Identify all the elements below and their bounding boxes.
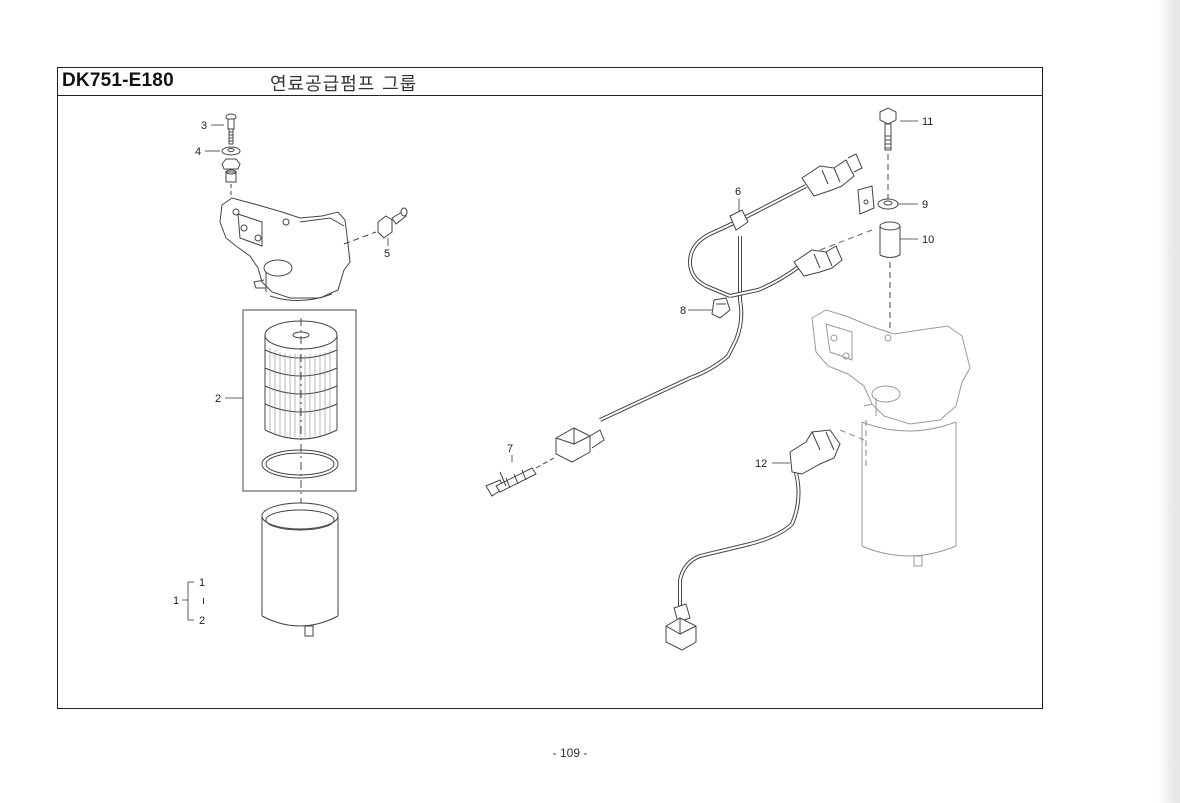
callout-11: 11	[922, 116, 933, 128]
part-filter-head	[219, 197, 351, 302]
part-bolt-11	[879, 107, 897, 151]
legend-child-mid: ı	[202, 595, 205, 607]
page-number: - 109 -	[552, 746, 588, 760]
callout-3: 3	[201, 120, 207, 132]
callout-8: 8	[680, 305, 686, 317]
part-washer-4	[221, 146, 241, 156]
callout-9: 9	[922, 199, 928, 211]
part-fuel-pipe-12	[665, 429, 841, 651]
part-o-ring	[261, 449, 339, 479]
part-bolt-3	[225, 113, 237, 145]
callout-7: 7	[507, 443, 513, 455]
callout-10: 10	[922, 234, 934, 246]
diagram-frame: DK751-E180 연료공급펌프 그룹	[57, 67, 1043, 709]
callout-2: 2	[215, 393, 221, 405]
callout-12: 12	[755, 458, 767, 470]
part-fitting-5	[343, 207, 408, 245]
element-group-box	[242, 309, 357, 492]
part-rubber-mount	[221, 158, 241, 183]
part-clip-8	[711, 297, 731, 319]
part-filter-bowl	[261, 502, 339, 637]
group-code: DK751-E180	[62, 70, 174, 91]
callout-6: 6	[735, 186, 741, 198]
legend-parent-1: 1	[173, 595, 179, 607]
part-spacer-10	[879, 221, 901, 258]
legend-child-1: 1	[199, 577, 205, 589]
part-clip-bracket	[857, 185, 875, 215]
scan-edge-shadow	[1158, 0, 1180, 803]
leader-lines	[182, 120, 918, 621]
part-washer-9	[877, 198, 899, 210]
part-fuel-pipe-6	[555, 153, 863, 463]
part-connector-7	[485, 457, 555, 497]
group-title: 연료공급펌프 그룹	[270, 74, 418, 95]
legend-child-2: 2	[199, 615, 205, 627]
callout-4: 4	[195, 146, 201, 158]
part-pump-housing-assembled	[811, 309, 971, 567]
callout-5: 5	[384, 248, 390, 260]
title-bar: DK751-E180 연료공급펌프 그룹	[58, 68, 1042, 96]
